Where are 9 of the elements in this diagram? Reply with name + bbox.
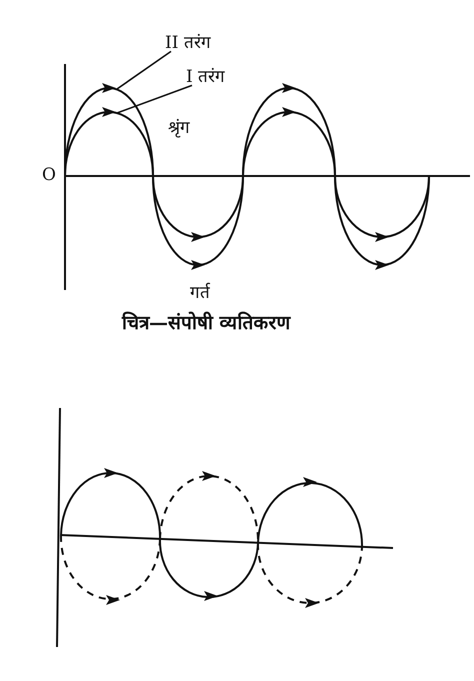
wave-curve — [64, 83, 430, 270]
figure-caption: चित्र—संपोषी व्यतिकरण — [122, 312, 291, 335]
wave-label: II तरंग — [165, 33, 211, 54]
wave-label: I तरंग — [186, 67, 226, 88]
crest-label: श्रृंग — [168, 118, 190, 138]
origin-label: O — [42, 165, 56, 186]
leader-line — [116, 50, 172, 90]
trough-label: गर्त — [190, 283, 210, 304]
leader-line — [116, 84, 192, 114]
